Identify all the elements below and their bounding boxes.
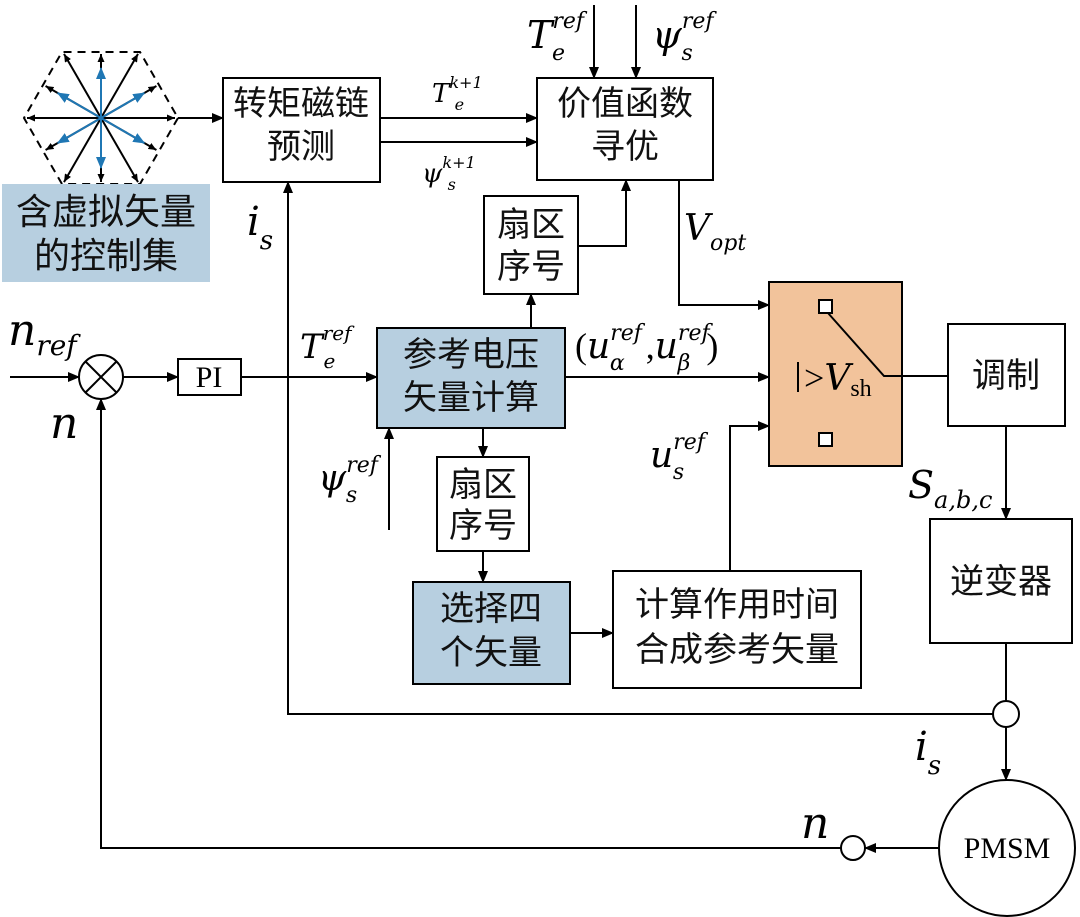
- label-n-ref: nref: [8, 305, 81, 362]
- reference-voltage-vector-calc-block: 参考电压 矢量计算: [376, 327, 566, 429]
- pmsm-label: PMSM: [964, 832, 1051, 865]
- virtual-vector-arrow: [56, 117, 102, 144]
- voltage-vector-hexagon-icon: [22, 51, 180, 185]
- label-n-motor: n: [801, 798, 829, 849]
- voltage-vector-arrow: [100, 117, 139, 183]
- modulation-label: 调制: [972, 356, 1040, 396]
- label-n-feedback: n: [50, 398, 78, 449]
- threshold-switch-block: >Vsh: [768, 281, 948, 467]
- sector-number-block-mid: 扇区 序号: [436, 456, 530, 552]
- modulation-block: 调制: [947, 323, 1066, 427]
- calc-time-line2: 合成参考矢量: [635, 630, 839, 670]
- switch-contact-top: [818, 299, 833, 314]
- virtual-vector-control-set: 含虚拟矢量 的控制集: [2, 184, 210, 282]
- select-four-line2: 个矢量: [440, 633, 542, 673]
- switch-contact-bottom: [818, 432, 833, 447]
- voltage-vector-arrow: [63, 53, 102, 119]
- pmsm-motor: PMSM: [938, 779, 1076, 917]
- cost-function-line2: 寻优: [591, 127, 659, 167]
- signal-wires: [10, 5, 1020, 861]
- summing-junction: [78, 354, 124, 400]
- pi-label: PI: [196, 361, 223, 394]
- switch-arm: [827, 312, 948, 377]
- select-four-vectors-block: 选择四 个矢量: [412, 581, 571, 685]
- label-v-opt: Vopt: [684, 208, 746, 256]
- switch-threshold: >Vsh: [804, 358, 872, 402]
- torque-flux-prediction-line1: 转矩磁链: [233, 84, 369, 124]
- calc-action-time-block: 计算作用时间 合成参考矢量: [612, 570, 862, 689]
- inverter-block: 逆变器: [929, 518, 1073, 644]
- calc-time-line1: 计算作用时间: [635, 585, 839, 625]
- voltage-vector-arrow: [63, 117, 102, 183]
- sector-top-line2: 序号: [497, 247, 565, 287]
- label-s-abc: Sa,b,c: [908, 463, 992, 514]
- cost-function-line1: 价值函数: [557, 84, 693, 124]
- sector-number-block-top: 扇区 序号: [483, 195, 579, 295]
- current-sensor-node: [992, 700, 1020, 728]
- torque-flux-prediction-line2: 预测: [267, 127, 335, 167]
- control-set-label-line1: 含虚拟矢量: [16, 192, 196, 233]
- sector-mid-line2: 序号: [449, 506, 517, 546]
- ref-voltage-line1: 参考电压: [403, 335, 539, 375]
- label-is-left: is: [247, 199, 273, 256]
- virtual-vector-arrow: [56, 92, 102, 119]
- virtual-vector-arrow: [100, 92, 146, 119]
- pi-controller-block: PI: [177, 358, 242, 396]
- voltage-vector-arrow: [100, 53, 139, 119]
- ref-voltage-line2: 矢量计算: [403, 378, 539, 418]
- control-set-label-line2: 的控制集: [34, 236, 178, 277]
- torque-flux-prediction-block: 转矩磁链 预测: [222, 77, 381, 183]
- sector-mid-line1: 扇区: [449, 465, 517, 505]
- label-is-bottom: is: [915, 724, 941, 781]
- cost-function-block: 价值函数 寻优: [536, 77, 714, 181]
- virtual-vector-arrow: [100, 117, 146, 144]
- speed-sensor-node: [840, 835, 866, 861]
- select-four-line1: 选择四: [440, 589, 542, 629]
- sector-top-line1: 扇区: [497, 205, 565, 245]
- inverter-label: 逆变器: [950, 562, 1052, 602]
